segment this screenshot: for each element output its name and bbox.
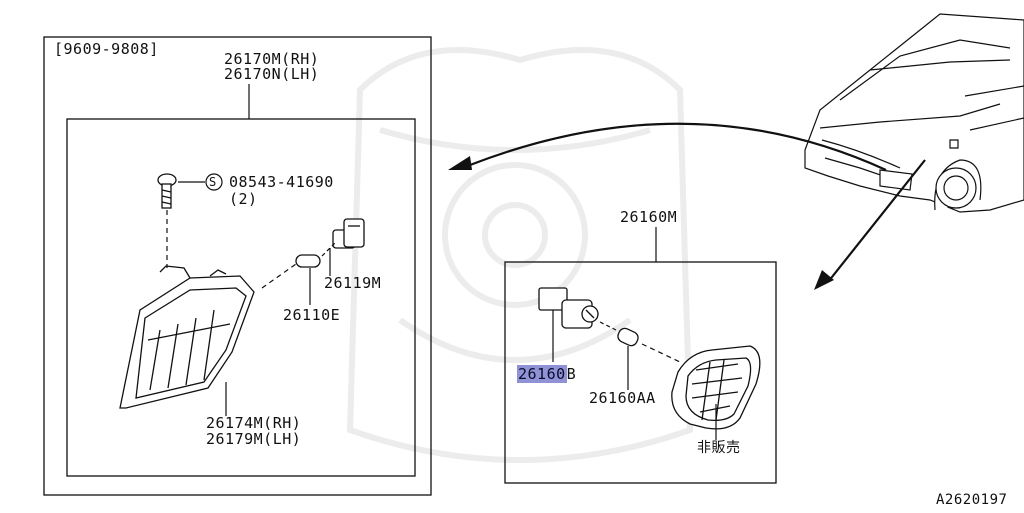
selected-part-highlight[interactable]: 26160 <box>517 365 567 383</box>
arrowhead-left <box>448 156 472 170</box>
bulb-dashed-path <box>321 241 337 257</box>
selected-part-suffix[interactable]: B <box>566 365 577 383</box>
assembly-frame-inner <box>66 118 416 477</box>
figure-code-label: A2620197 <box>936 492 1008 508</box>
socket-icon <box>332 218 365 249</box>
side-bulb-part-label[interactable]: 26160AA <box>589 389 656 407</box>
assembly-frame-outer <box>43 36 432 496</box>
screw-part-label[interactable]: 08543-41690 <box>229 173 334 191</box>
car-icon <box>804 13 1024 213</box>
side-lamp-frame <box>504 261 777 484</box>
side-bulb-dashed-path <box>599 321 617 331</box>
screw-icon <box>157 173 177 209</box>
screw-qty-label: (2) <box>229 190 258 208</box>
arrowhead-down <box>814 270 834 290</box>
screw-symbol-letter: S <box>209 175 217 189</box>
selected-part-label[interactable]: 26160B <box>517 365 577 383</box>
date-range-label: [9609-9808] <box>54 40 159 58</box>
callout-arrows <box>469 122 926 283</box>
corner-lamp-icon <box>119 265 255 409</box>
lamp-part-rh-label[interactable]: 26170M(RH) <box>224 50 320 68</box>
lens-part-rh-label[interactable]: 26174M(RH) <box>206 414 302 432</box>
lamp-dashed-path <box>261 263 297 289</box>
side-marker-lamp-icon <box>671 345 761 430</box>
socket-part-label[interactable]: 26119M <box>324 274 382 292</box>
screw-symbol-circle <box>205 173 223 191</box>
bulb-part-label[interactable]: 26110E <box>283 306 341 324</box>
side-lamp-dashed-path <box>641 343 681 363</box>
not-sold-label: 非販売 <box>697 440 741 456</box>
side-socket-icon <box>538 287 599 329</box>
lamp-part-lh-label[interactable]: 26170N(LH) <box>224 65 320 83</box>
side-bulb-icon <box>617 327 639 347</box>
lens-part-lh-label[interactable]: 26179M(LH) <box>206 430 302 448</box>
bulb-icon <box>295 254 321 268</box>
side-lamp-part-label[interactable]: 26160M <box>620 208 678 226</box>
